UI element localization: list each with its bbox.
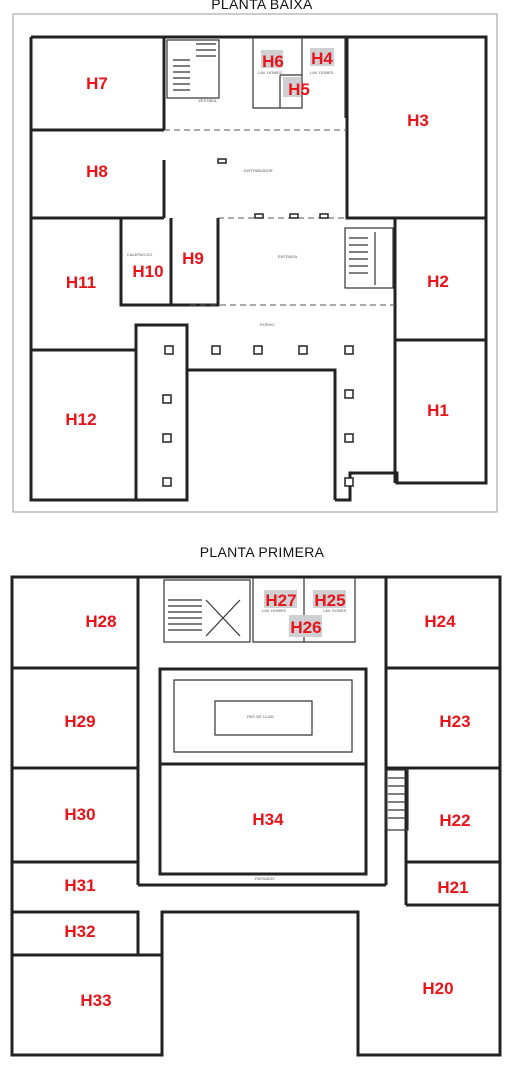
- ground-stairs-right: [344, 227, 394, 289]
- room-label-h26: H26: [290, 618, 321, 637]
- first-floor-plan: LAV. HOMES LAV. DONES PATI DE LLUM PASSA…: [10, 575, 502, 1057]
- note-lav-homes: LAV. HOMES: [258, 70, 282, 75]
- ground-outer-wall: [29, 35, 488, 502]
- first-patio-inner: [173, 679, 353, 753]
- room-h4-highlight: [310, 48, 334, 66]
- room-label-h10: H10: [132, 262, 163, 281]
- room-label-h32: H32: [64, 922, 95, 941]
- room-label-h20: H20: [422, 979, 453, 998]
- room-label-h34: H34: [252, 810, 284, 829]
- room-label-h7: H7: [86, 74, 108, 93]
- room-label-h28: H28: [85, 612, 116, 631]
- first-patio-walls: [158, 667, 368, 766]
- note-entrada: ENTRADA: [278, 254, 297, 259]
- room-label-h3: H3: [407, 111, 429, 130]
- room-label-h6: H6: [262, 52, 284, 71]
- room-h6-highlight: [261, 50, 283, 68]
- first-corridor-walls: [136, 577, 388, 887]
- note-calefaccio: CALEFACCIO: [127, 252, 152, 257]
- first-h34-walls: [158, 764, 368, 876]
- note-passadis: PASSADIS: [255, 876, 275, 881]
- ground-floor-frame: [12, 13, 498, 513]
- ground-right-partitions: [345, 37, 486, 483]
- ground-h9-h10-walls: [119, 218, 220, 307]
- note-lav-dones: LAV. DONES: [310, 70, 334, 75]
- ground-toilet-walls: [252, 37, 346, 118]
- room-label-h5: H5: [288, 80, 310, 99]
- room-label-h12: H12: [65, 410, 96, 429]
- first-stairs-right: [385, 769, 409, 831]
- note-pati: PATI DE LLUM: [247, 714, 274, 719]
- room-label-h8: H8: [86, 162, 108, 181]
- note-distribuidor: DISTRIBUIDOR: [244, 168, 273, 173]
- room-label-h2: H2: [427, 272, 449, 291]
- room-label-h31: H31: [64, 876, 95, 895]
- ground-pillars: [162, 158, 354, 487]
- note-vestibul: VESTIBUL: [198, 98, 218, 103]
- room-label-h25: H25: [314, 591, 345, 610]
- note-lav-homes-1: LAV. HOMES: [262, 608, 286, 613]
- room-label-h27: H27: [265, 591, 296, 610]
- first-left-partitions: [12, 666, 162, 957]
- ground-courtyard-wall: [134, 323, 352, 502]
- room-label-h22: H22: [439, 811, 470, 830]
- first-stairs-top: [163, 579, 251, 643]
- room-h25-highlight: [313, 590, 346, 608]
- ground-floor-plan: VESTIBUL DISTRIBUIDOR ENTRADA PORXO CALE…: [12, 13, 498, 513]
- room-h5-highlight: [283, 77, 301, 97]
- ground-left-partitions: [31, 37, 166, 352]
- note-lav-dones-1: LAV. DONES: [323, 608, 347, 613]
- room-h26-highlight: [289, 615, 322, 637]
- room-label-h4: H4: [311, 49, 333, 68]
- room-label-h29: H29: [64, 712, 95, 731]
- first-floor-title: PLANTA PRIMERA: [199, 544, 325, 560]
- room-label-h30: H30: [64, 805, 95, 824]
- room-label-h1: H1: [427, 401, 449, 420]
- note-porxo: PORXO: [260, 322, 274, 327]
- first-right-partitions: [386, 666, 500, 907]
- room-label-h21: H21: [437, 878, 468, 897]
- ground-stairs-top: [166, 39, 220, 99]
- room-label-h33: H33: [80, 991, 111, 1010]
- room-label-h9: H9: [182, 249, 204, 268]
- first-outer-wall: [10, 575, 502, 1057]
- room-h27-highlight: [264, 590, 297, 608]
- room-label-h24: H24: [424, 612, 456, 631]
- ground-floor-title: PLANTA BAIXA: [211, 0, 313, 12]
- room-label-h11: H11: [66, 273, 96, 292]
- room-label-h23: H23: [439, 712, 470, 731]
